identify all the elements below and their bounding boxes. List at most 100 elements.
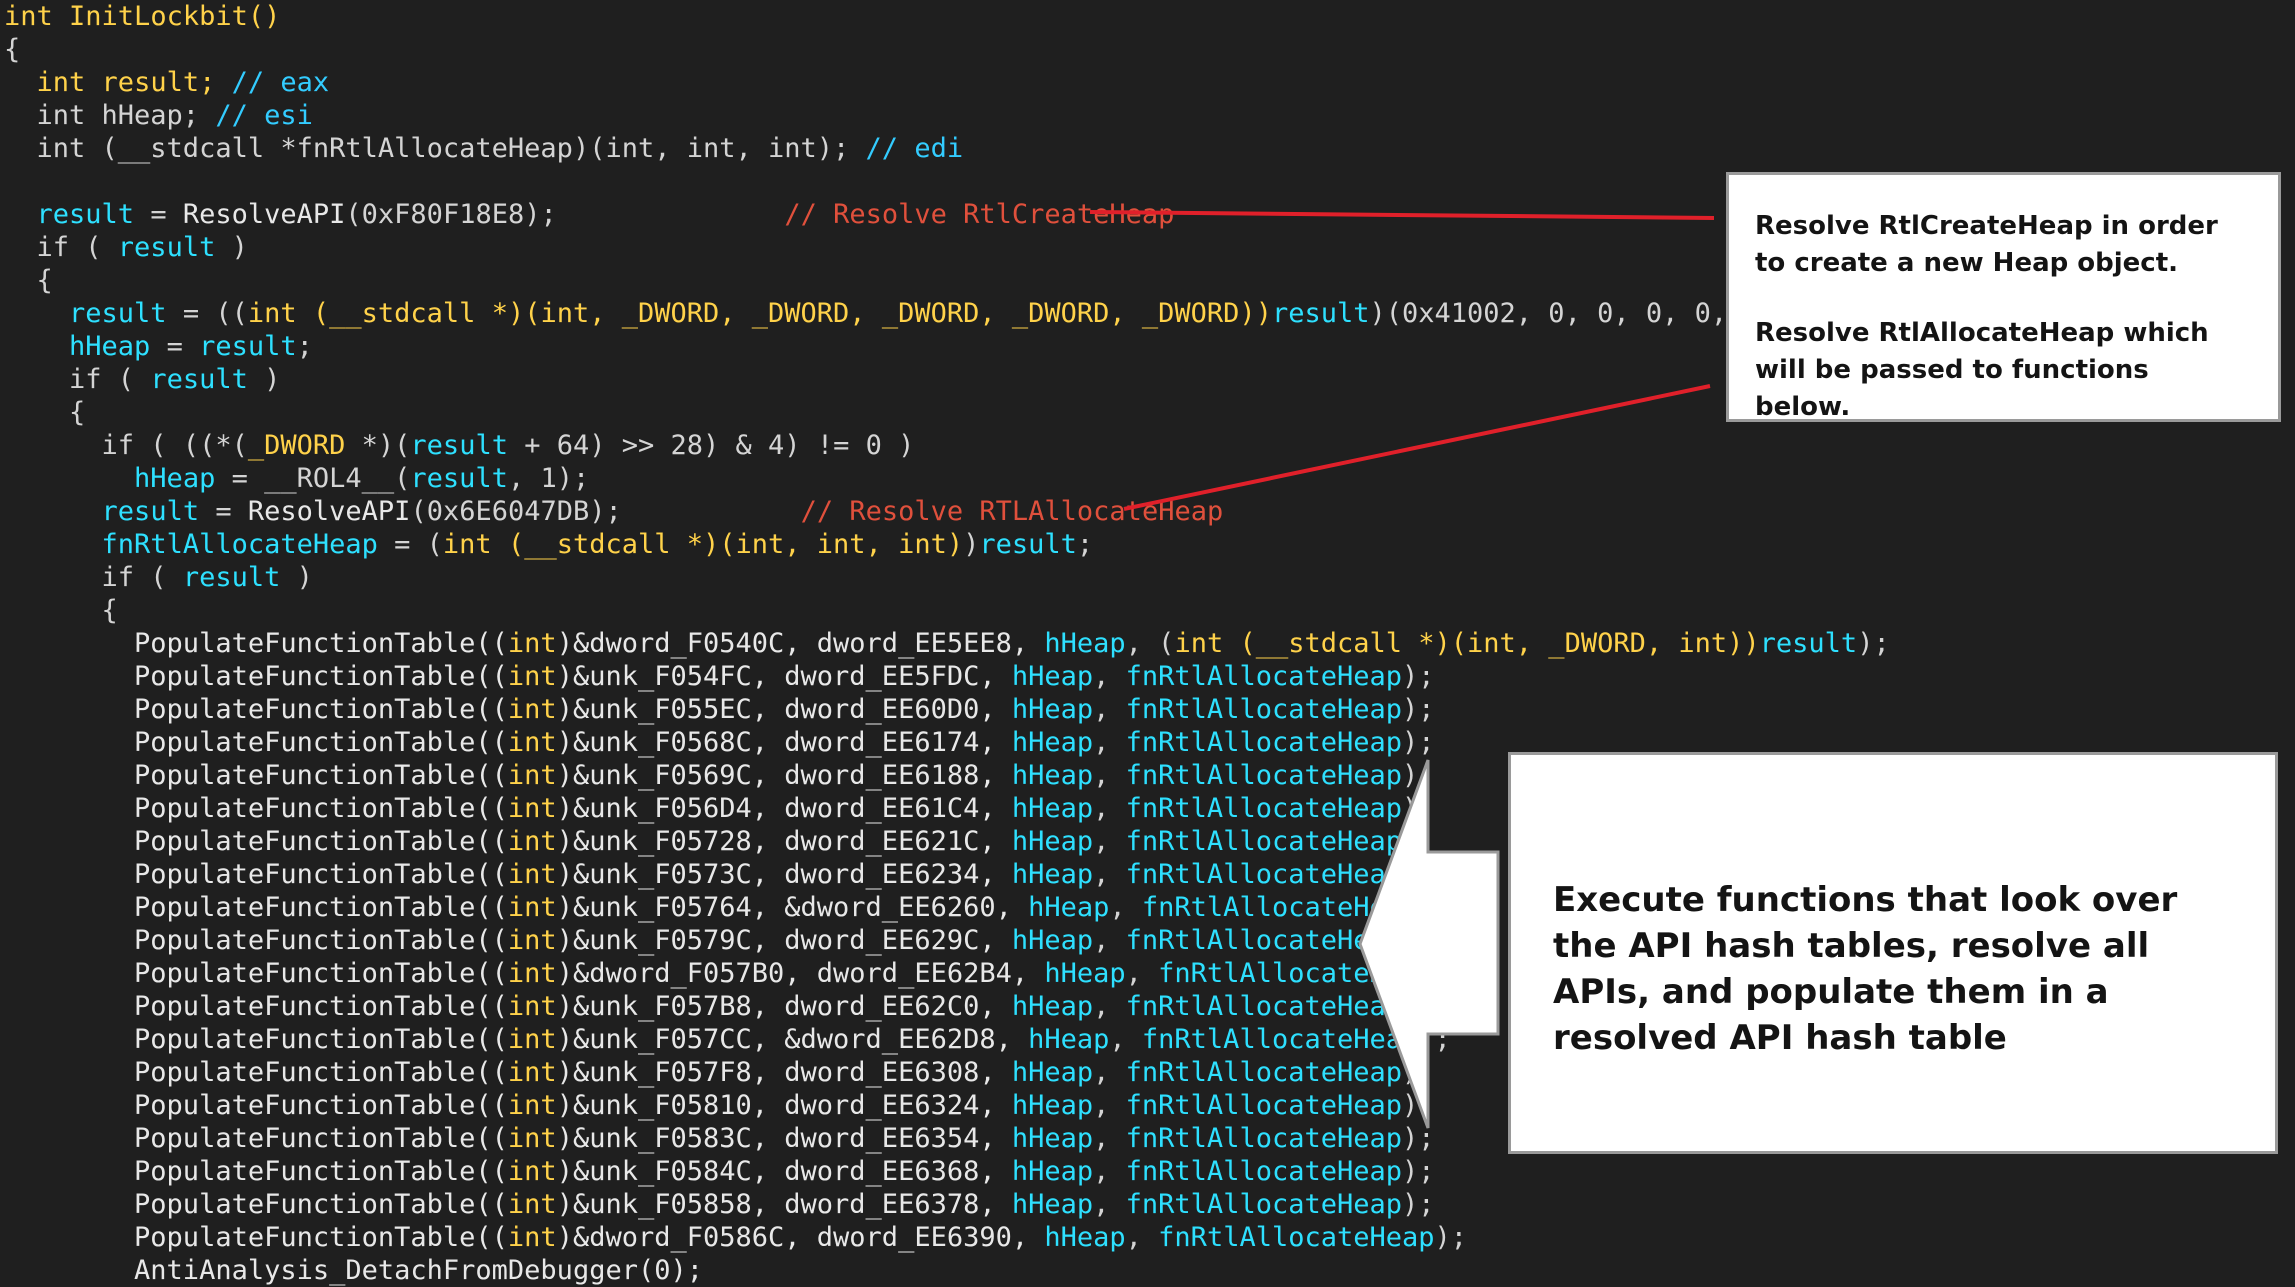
code-token: int bbox=[4, 1, 53, 32]
code-token: , bbox=[1093, 793, 1126, 824]
code-token: result bbox=[150, 364, 248, 395]
code-token: hHeap bbox=[1011, 1057, 1094, 1088]
code-token: fnRtlAllocateHeap bbox=[1125, 793, 1402, 824]
code-token: , bbox=[1093, 727, 1126, 758]
code-line: PopulateFunctionTable((int)&unk_F0579C, … bbox=[4, 924, 1890, 957]
code-token: // Resolve RTLAllocateHeap bbox=[800, 496, 1224, 527]
code-token: ); bbox=[1402, 1123, 1435, 1154]
callout-heap-line1: Resolve RtlCreateHeap in order to create… bbox=[1755, 211, 2218, 278]
code-line: PopulateFunctionTable((int)&unk_F05764, … bbox=[4, 891, 1890, 924]
code-token: int bbox=[507, 793, 557, 824]
code-token: PopulateFunctionTable(( bbox=[4, 892, 508, 923]
code-token: int hHeap; bbox=[4, 100, 216, 131]
code-line: hHeap = result; bbox=[4, 330, 1890, 363]
code-token: int bbox=[507, 859, 557, 890]
code-token: )&dword_F0540C, dword_EE5EE8, bbox=[556, 628, 1045, 659]
code-token: fnRtlAllocateHeap bbox=[1158, 1222, 1435, 1253]
code-token: hHeap bbox=[1011, 1090, 1094, 1121]
code-token: , bbox=[1109, 892, 1142, 923]
code-token: = bbox=[134, 199, 183, 230]
code-token: _DWORD bbox=[247, 430, 346, 461]
code-token: ); bbox=[1402, 727, 1435, 758]
code-token: PopulateFunctionTable(( bbox=[4, 727, 508, 758]
code-token: if ( bbox=[4, 562, 183, 593]
code-token: AntiAnalysis_DetachFromDebugger(0); bbox=[4, 1255, 703, 1286]
code-token: fnRtlAllocateHeap bbox=[1125, 727, 1402, 758]
code-token: fnRtlAllocateHeap bbox=[101, 529, 378, 560]
code-token: , bbox=[1125, 958, 1159, 989]
code-token: { bbox=[4, 397, 86, 428]
code-token: )&unk_F05728, dword_EE621C, bbox=[556, 826, 1012, 857]
code-token: PopulateFunctionTable(( bbox=[4, 661, 508, 692]
code-token: ; bbox=[1076, 529, 1094, 560]
code-token: *)( bbox=[345, 430, 411, 461]
code-token: int bbox=[507, 958, 557, 989]
code-token: result bbox=[410, 463, 508, 494]
callout-populate-tables: Execute functions that look over the API… bbox=[1508, 752, 2278, 1154]
code-line: result = ResolveAPI(0xF80F18E8); // Reso… bbox=[4, 198, 1890, 231]
code-token: fnRtlAllocateHeap bbox=[1125, 859, 1402, 890]
code-token: PopulateFunctionTable(( bbox=[4, 958, 508, 989]
code-token: fnRtlAllocateHeap bbox=[1125, 1189, 1402, 1220]
code-token: int bbox=[507, 760, 557, 791]
code-line: { bbox=[4, 396, 1890, 429]
code-token: , bbox=[1093, 859, 1126, 890]
code-token: // Resolve RtlCreateHeap bbox=[784, 199, 1175, 230]
code-token: PopulateFunctionTable(( bbox=[4, 1057, 508, 1088]
code-token: ); bbox=[1402, 694, 1435, 725]
code-token: )&dword_F0586C, dword_EE6390, bbox=[556, 1222, 1045, 1253]
code-token: ; bbox=[296, 331, 313, 362]
code-token: ResolveAPI bbox=[247, 496, 411, 527]
code-token: // esi bbox=[215, 100, 313, 131]
code-token: PopulateFunctionTable(( bbox=[4, 1156, 508, 1187]
code-token: PopulateFunctionTable(( bbox=[4, 760, 508, 791]
code-token: PopulateFunctionTable(( bbox=[4, 925, 508, 956]
code-line: PopulateFunctionTable((int)&unk_F0568C, … bbox=[4, 726, 1890, 759]
code-view: int InitLockbit(){ int result; // eax in… bbox=[4, 0, 1890, 1287]
code-token: hHeap bbox=[1011, 793, 1094, 824]
code-token: hHeap bbox=[1011, 1189, 1094, 1220]
code-token: int bbox=[36, 67, 86, 98]
code-token: (0xF80F18E8); bbox=[345, 199, 785, 230]
code-token: = (( bbox=[166, 298, 248, 329]
code-line: PopulateFunctionTable((int)&unk_F05728, … bbox=[4, 825, 1890, 858]
code-line: PopulateFunctionTable((int)&dword_F0586C… bbox=[4, 1221, 1890, 1254]
code-token: ResolveAPI bbox=[182, 199, 346, 230]
code-token: , bbox=[1093, 826, 1126, 857]
code-line: { bbox=[4, 33, 1890, 66]
code-token: InitLockbit() bbox=[52, 1, 281, 32]
code-line: PopulateFunctionTable((int)&unk_F05858, … bbox=[4, 1188, 1890, 1221]
code-token: int bbox=[507, 826, 557, 857]
code-token: hHeap bbox=[1011, 991, 1094, 1022]
code-token: fnRtlAllocateHeap bbox=[1125, 826, 1402, 857]
code-token: = bbox=[199, 496, 248, 527]
code-line: int InitLockbit() bbox=[4, 0, 1890, 33]
code-line: if ( result ) bbox=[4, 231, 1890, 264]
code-line: { bbox=[4, 594, 1890, 627]
code-token: fnRtlAllocateHeap bbox=[1125, 1123, 1402, 1154]
code-token: , bbox=[1093, 991, 1126, 1022]
code-line: if ( result ) bbox=[4, 561, 1890, 594]
code-token: hHeap bbox=[1044, 1222, 1126, 1253]
code-token: , bbox=[1093, 925, 1126, 956]
code-line: PopulateFunctionTable((int)&unk_F057B8, … bbox=[4, 990, 1890, 1023]
code-token: int (__stdcall *fnRtlAllocateHeap)(int, … bbox=[4, 133, 866, 164]
code-token: result bbox=[1759, 628, 1858, 659]
code-token: ); bbox=[1402, 661, 1435, 692]
code-token: hHeap bbox=[1011, 1123, 1094, 1154]
code-token: ) bbox=[963, 529, 980, 560]
code-token: , bbox=[1093, 1156, 1126, 1187]
code-token: result bbox=[182, 562, 281, 593]
code-token: fnRtlAllocateHeap bbox=[1125, 661, 1402, 692]
code-token: hHeap bbox=[1011, 925, 1094, 956]
code-line: PopulateFunctionTable((int)&unk_F0583C, … bbox=[4, 1122, 1890, 1155]
code-token: PopulateFunctionTable(( bbox=[4, 826, 508, 857]
code-token: )&unk_F0579C, dword_EE629C, bbox=[556, 925, 1012, 956]
code-token: int bbox=[507, 1222, 557, 1253]
code-token: fnRtlAllocateHeap bbox=[1125, 760, 1402, 791]
code-token: result bbox=[1271, 298, 1370, 329]
callout-populate-text: Execute functions that look over the API… bbox=[1553, 880, 2178, 1058]
code-token: hHeap bbox=[1011, 727, 1094, 758]
code-token: { bbox=[4, 34, 21, 65]
code-token: int bbox=[507, 694, 557, 725]
